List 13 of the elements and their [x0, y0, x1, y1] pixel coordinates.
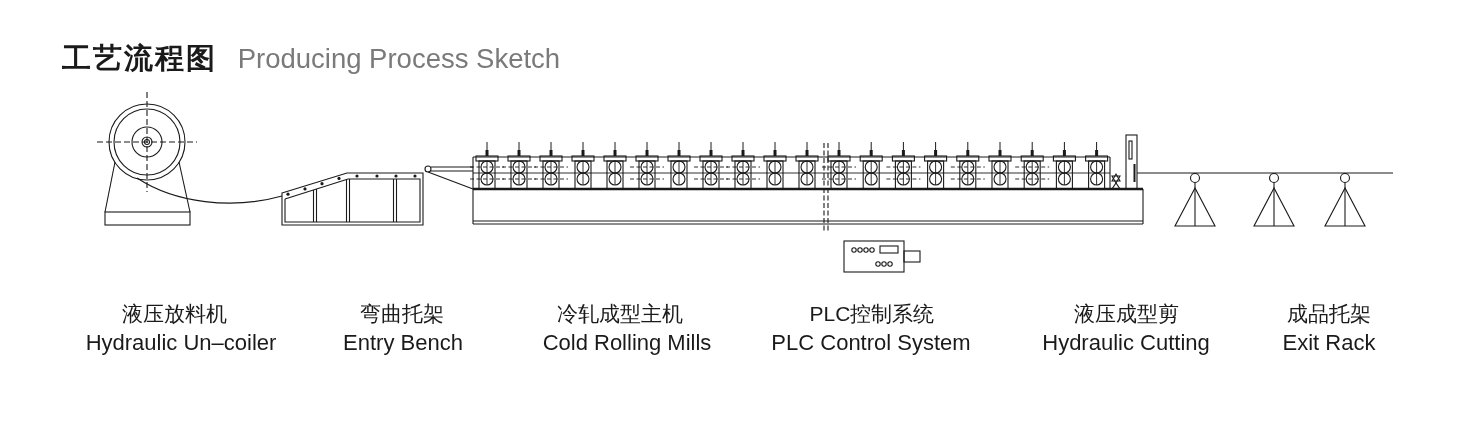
- caption: 成品托架: [1287, 301, 1371, 327]
- caption: 液压放料机: [121, 301, 227, 327]
- caption: Entry Bench: [343, 330, 463, 357]
- caption: Hydraulic Cutting: [1042, 330, 1210, 357]
- caption: 弯曲托架: [360, 301, 444, 327]
- title: 工艺流程图 Producing Process Sketch: [62, 41, 561, 76]
- caption: 液压成型剪: [1073, 301, 1179, 327]
- caption: PLC Control System: [771, 330, 971, 357]
- caption: 冷轧成型主机: [557, 301, 683, 327]
- caption: Exit Rack: [1282, 330, 1376, 357]
- caption: PLC控制系统: [809, 301, 935, 327]
- caption: Cold Rolling Mills: [542, 330, 712, 357]
- caption: Hydraulic Un–coiler: [85, 330, 277, 357]
